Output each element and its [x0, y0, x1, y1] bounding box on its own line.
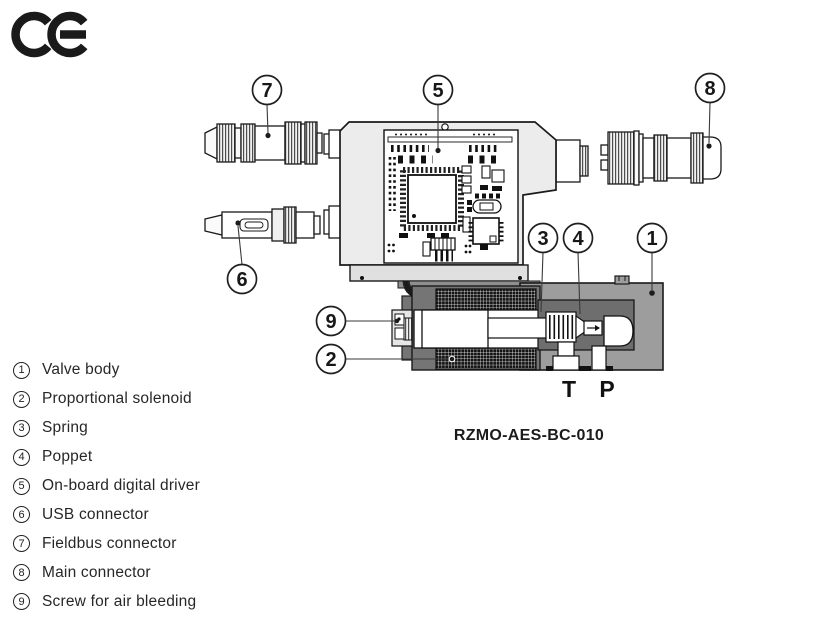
parts-legend: 1 Valve body 2 Proportional solenoid 3 S… [13, 356, 200, 616]
valve-assembly-drawing [391, 275, 664, 371]
poppet-cartridge-shape [487, 299, 635, 351]
legend-num: 3 [13, 419, 30, 437]
model-label: RZMO-AES-BC-010 [453, 427, 605, 444]
legend-num: 4 [13, 448, 30, 466]
legend-item-fieldbus-connector: 7 Fieldbus connector [13, 529, 200, 558]
callout-8: 8 [694, 72, 726, 104]
port-label-t: T [562, 376, 576, 402]
legend-item-main-connector: 8 Main connector [13, 558, 200, 587]
air-bleed-screw-shape [391, 309, 413, 347]
legend-item-poppet: 4 Poppet [13, 443, 200, 472]
legend-label: Fieldbus connector [42, 534, 177, 552]
legend-num: 9 [13, 593, 30, 611]
legend-num: 7 [13, 535, 30, 553]
legend-label: USB connector [42, 505, 149, 523]
legend-label: Screw for air bleeding [42, 592, 197, 610]
svg-text:9: 9 [325, 311, 336, 333]
svg-text:4: 4 [572, 228, 584, 250]
legend-num: 2 [13, 390, 30, 408]
callout-3: 3 [527, 222, 559, 254]
callout-leaders [237, 102, 711, 360]
legend-item-usb-connector: 6 USB connector [13, 500, 200, 529]
usb-connector-drawing [204, 206, 321, 244]
ce-mark [11, 11, 88, 58]
legend-item-air-bleed-screw: 9 Screw for air bleeding [13, 587, 200, 616]
callout-dots [235, 132, 712, 363]
digital-driver-housing-drawing [323, 121, 589, 282]
svg-text:8: 8 [704, 78, 715, 100]
callout-2: 2 [315, 343, 347, 375]
svg-text:7: 7 [261, 80, 272, 102]
pcb-board [383, 129, 519, 264]
legend-num: 5 [13, 477, 30, 495]
svg-text:2: 2 [325, 349, 336, 371]
legend-label: Proportional solenoid [42, 390, 192, 408]
legend-label: Spring [42, 419, 89, 437]
port-label-p: P [599, 376, 614, 402]
callout-1: 1 [636, 222, 668, 254]
callout-7: 7 [251, 74, 283, 106]
legend-item-valve-body: 1 Valve body [13, 356, 200, 385]
legend-item-digital-driver: 5 On-board digital driver [13, 472, 200, 501]
callout-9: 9 [315, 305, 347, 337]
svg-text:5: 5 [432, 80, 443, 102]
legend-num: 6 [13, 506, 30, 524]
legend-label: On-board digital driver [42, 477, 200, 494]
callout-5: 5 [422, 74, 454, 106]
legend-label: Valve body [42, 361, 120, 379]
svg-text:3: 3 [537, 228, 548, 250]
fieldbus-connector-drawing [204, 121, 323, 165]
legend-item-proportional-solenoid: 2 Proportional solenoid [13, 385, 200, 414]
legend-num: 8 [13, 564, 30, 582]
legend-label: Poppet [42, 448, 93, 466]
svg-text:6: 6 [236, 269, 247, 291]
port-channels [546, 341, 613, 371]
legend-item-spring: 3 Spring [13, 414, 200, 443]
svg-text:1: 1 [646, 228, 657, 250]
callout-6: 6 [226, 263, 258, 295]
main-connector-drawing [600, 130, 722, 186]
callout-4: 4 [562, 222, 594, 254]
legend-num: 1 [13, 361, 30, 379]
legend-label: Main connector [42, 563, 151, 581]
